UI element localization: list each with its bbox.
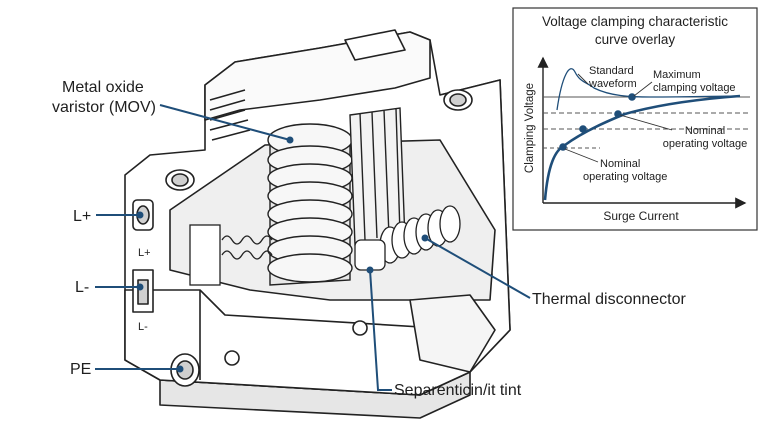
callout-pe: PE: [70, 361, 184, 378]
callout-l-minus-label: L-: [75, 279, 89, 296]
left-spring: [189, 224, 273, 286]
annot-nom-right-2: operating voltage: [663, 138, 747, 150]
point-max-clamp: [628, 93, 636, 101]
point-nominal-low: [559, 143, 567, 151]
inset-y-label: Clamping Voltage: [524, 83, 536, 173]
callout-separator: Separenticin/it tint: [366, 266, 522, 399]
inset-chart: Voltage clamping characteristic curve ov…: [512, 7, 758, 231]
callout-thermal-label: Thermal disconnector: [532, 291, 687, 308]
inset-title-2: curve overlay: [595, 32, 676, 47]
point-nominal-mid: [579, 125, 587, 133]
annot-nom-left-1: Nominal: [600, 158, 640, 170]
callout-mov-label-1: Metal oxide: [62, 79, 144, 96]
callout-mov: Metal oxide varistor (MOV): [52, 79, 294, 144]
inset-x-label: Surge Current: [603, 209, 679, 223]
point-nominal-high: [614, 110, 622, 118]
callout-pe-label: PE: [70, 361, 91, 378]
clamping-curve: [543, 94, 741, 201]
body-mark-l-plus: L+: [138, 247, 151, 259]
annot-max-2: clamping voltage: [653, 82, 736, 94]
callout-mov-leader: [159, 104, 291, 141]
callout-thermal: Thermal disconnector: [421, 234, 687, 308]
annot-nom-left-2: operating voltage: [583, 171, 667, 183]
thermal-spring: [354, 205, 461, 271]
annot-nom-right-1: Nominal: [685, 125, 725, 137]
callout-l-plus-label: L+: [73, 208, 91, 225]
annot-max-1: Maximum: [653, 69, 701, 81]
inset-title-1: Voltage clamping characteristic: [542, 14, 728, 29]
mov-disc-stack: [267, 107, 406, 286]
annot-standard-1: Standard: [589, 65, 634, 77]
callout-separator-label: Separenticin/it tint: [394, 382, 522, 399]
annot-standard-2: waveform: [588, 78, 637, 90]
body-mark-l-minus: L-: [138, 321, 148, 333]
callout-l-minus: L-: [75, 279, 144, 296]
callout-l-plus: L+: [73, 208, 144, 225]
standard-waveform: [556, 68, 741, 111]
callout-mov-label-2: varistor (MOV): [52, 99, 156, 116]
